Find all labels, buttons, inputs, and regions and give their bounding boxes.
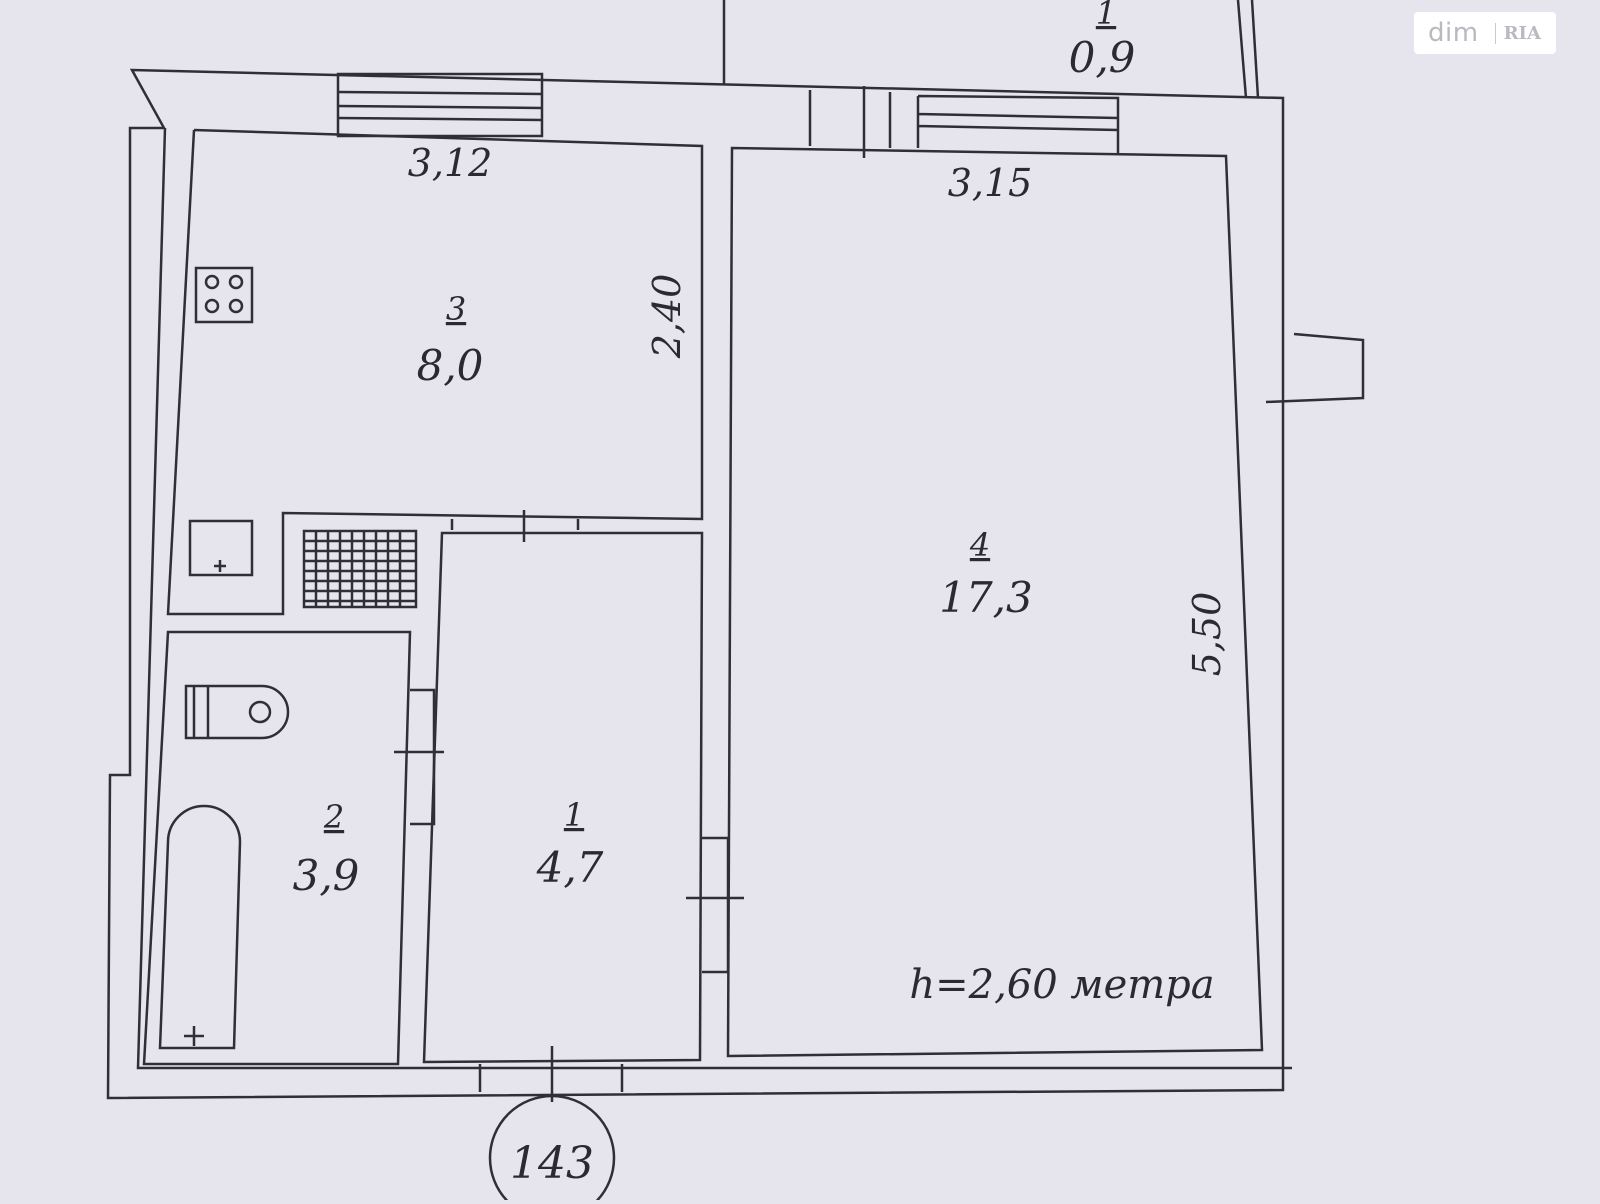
watermark-word: dim [1428,18,1479,48]
kitchen-number: 3 [446,290,466,328]
entrance-door [478,1046,624,1102]
toilet-icon [184,684,290,740]
dim-ria-watermark: dim RIA [1414,12,1556,54]
kitchen-length-label: 2,40 [645,274,689,360]
bathtub-icon [158,804,242,1050]
balcony-outline [722,0,1260,99]
living-window [916,94,1120,154]
hall-area: 4,7 [536,843,604,892]
living-length-label: 5,50 [1185,592,1229,677]
living-width-label: 3,15 [948,161,1033,205]
kitchen-area: 8,0 [417,341,484,390]
apartment-number: 143 [510,1138,594,1189]
outer-wall [106,68,1285,1100]
living-outline [726,146,1264,1058]
hall-outline [422,531,704,1064]
sink-icon [188,519,254,577]
pilaster [1265,332,1365,404]
bathroom-number: 2 [323,798,344,836]
kitchen-window [336,72,544,138]
living-number: 4 [969,526,990,564]
inner-wall [136,127,1292,1070]
bathroom-area: 3,9 [293,851,360,900]
balcony-area: 0,9 [1069,33,1136,82]
kitchen-width-label: 3,12 [408,141,493,185]
stove-icon [194,266,254,324]
balcony-door [808,86,892,158]
bathroom-outline [142,630,412,1066]
ceiling-height-label: h=2,60 метра [909,962,1214,1008]
hall-number: 1 [564,796,584,834]
balcony-number: 1 [1096,0,1116,32]
living-door [686,836,744,974]
living-area: 17,3 [939,573,1033,622]
ventilation-shaft-icon [302,529,418,609]
bathroom-door [394,688,444,826]
watermark-badge: RIA [1494,22,1541,44]
kitchen-outline [166,128,704,616]
apartment-number-circle [488,1094,616,1204]
kitchen-door [450,510,580,542]
